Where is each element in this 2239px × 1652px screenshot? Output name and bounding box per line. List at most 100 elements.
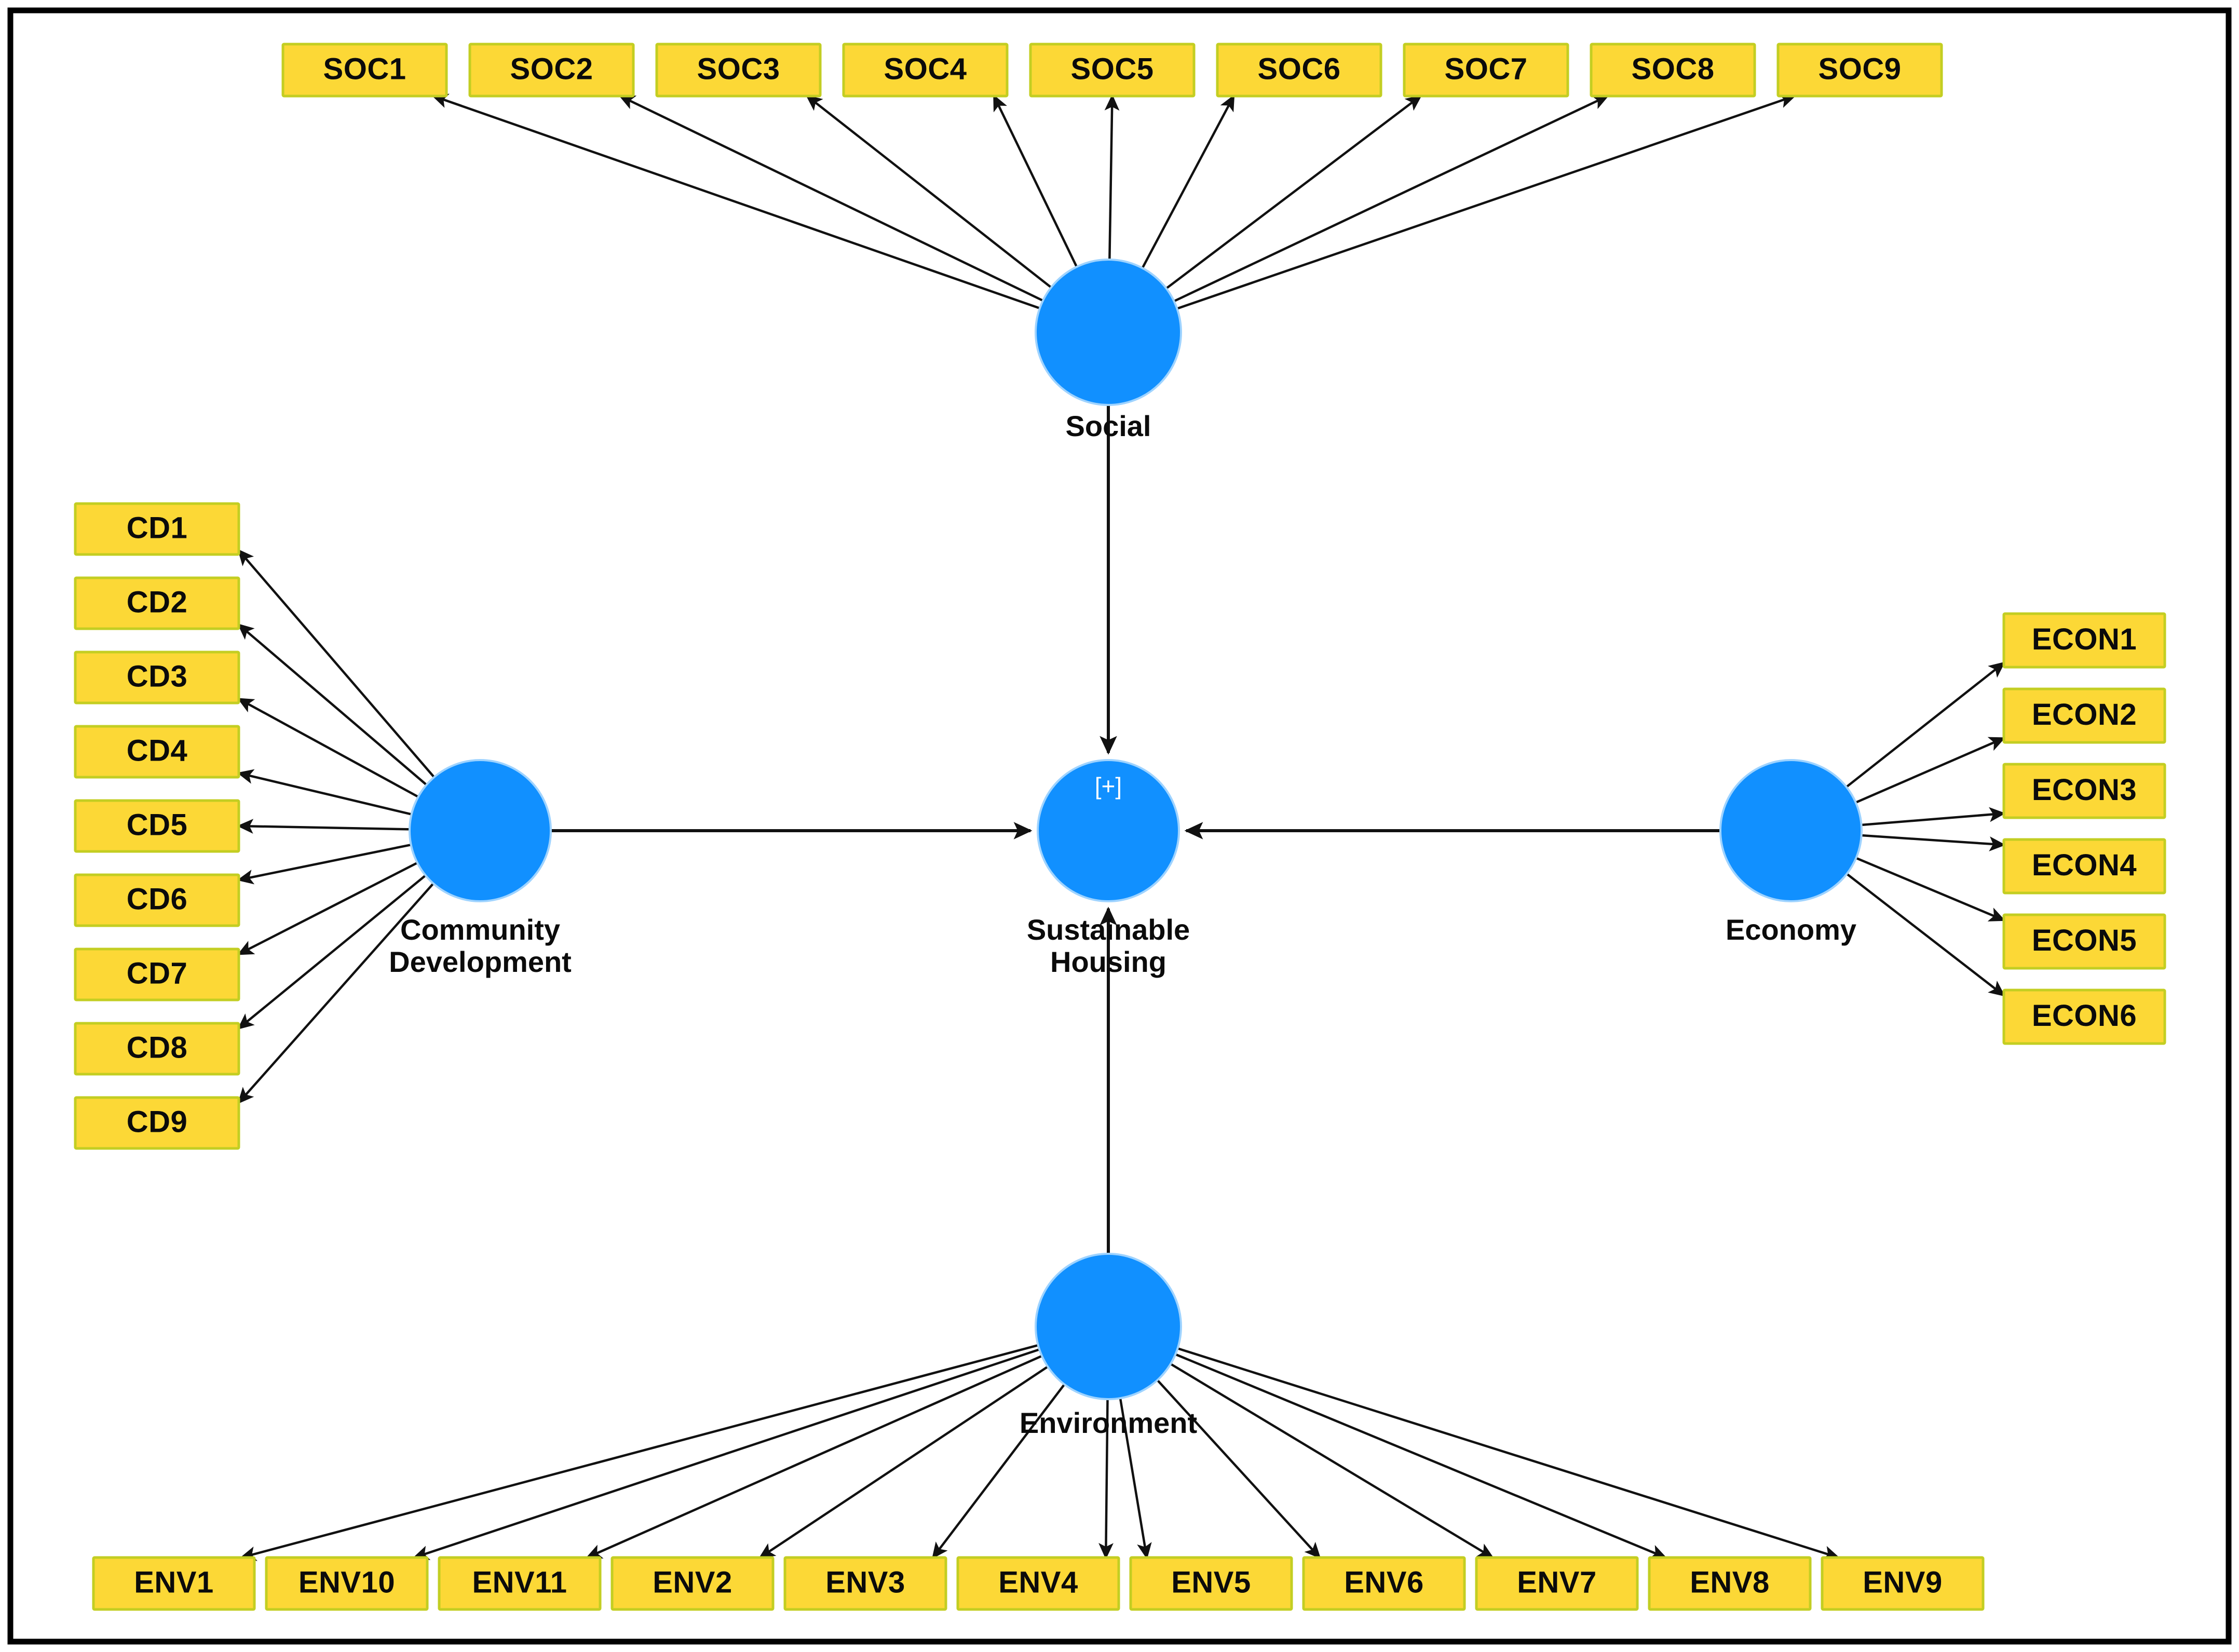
indicator-box-rect[interactable]	[74, 725, 240, 779]
indicator-box-rect[interactable]	[281, 43, 448, 98]
indicator-box[interactable]: SOC8	[1590, 43, 1756, 98]
measurement-arrow	[237, 698, 420, 798]
indicator-box[interactable]: SOC4	[842, 43, 1009, 98]
indicator-box-rect[interactable]	[655, 43, 822, 98]
indicator-box[interactable]: ENV1	[92, 1556, 256, 1611]
indicator-box[interactable]: CD1	[74, 502, 240, 556]
construct-circle[interactable]	[1035, 259, 1182, 406]
indicator-box-rect[interactable]	[74, 1022, 240, 1076]
indicator-box[interactable]: CD6	[74, 873, 240, 927]
construct-circle[interactable]	[409, 759, 552, 902]
indicator-label: ENV10	[298, 1565, 395, 1599]
indicator-label: ECON4	[2032, 848, 2137, 882]
indicator-box-rect[interactable]	[783, 1556, 947, 1611]
construct-node[interactable]: Economy	[1719, 759, 1863, 946]
expand-badge[interactable]: [+]	[1095, 773, 1122, 800]
indicator-box-rect[interactable]	[1129, 1556, 1293, 1611]
indicator-box-rect[interactable]	[842, 43, 1009, 98]
indicator-box-rect[interactable]	[2002, 913, 2166, 970]
indicator-box-rect[interactable]	[1403, 43, 1569, 98]
indicator-label: SOC5	[1071, 52, 1154, 86]
indicator-box[interactable]: SOC3	[655, 43, 822, 98]
indicator-box[interactable]: ENV8	[1648, 1556, 1812, 1611]
indicator-box-rect[interactable]	[74, 651, 240, 705]
indicator-box[interactable]: CD8	[74, 1022, 240, 1076]
construct-circle[interactable]	[1037, 759, 1180, 902]
indicator-box[interactable]: ENV3	[783, 1556, 947, 1611]
indicator-box[interactable]: ENV7	[1475, 1556, 1639, 1611]
indicator-box-rect[interactable]	[1029, 43, 1196, 98]
indicator-box-rect[interactable]	[74, 873, 240, 927]
structural-arrow-layer	[550, 404, 1721, 1255]
indicator-box-rect[interactable]	[74, 502, 240, 556]
construct-node[interactable]: Social	[1035, 259, 1182, 442]
indicator-box[interactable]: SOC7	[1403, 43, 1569, 98]
indicator-box-rect[interactable]	[2002, 989, 2166, 1045]
indicator-box[interactable]: ECON5	[2002, 913, 2166, 970]
indicator-box[interactable]: CD3	[74, 651, 240, 705]
construct-circle[interactable]	[1035, 1253, 1182, 1400]
indicator-box-rect[interactable]	[2002, 763, 2166, 819]
indicator-box[interactable]: ECON6	[2002, 989, 2166, 1045]
indicator-box-rect[interactable]	[438, 1556, 602, 1611]
indicator-box-rect[interactable]	[1216, 43, 1382, 98]
indicator-box[interactable]: ENV11	[438, 1556, 602, 1611]
indicator-label: ECON6	[2032, 999, 2137, 1033]
indicator-box-rect[interactable]	[1302, 1556, 1466, 1611]
indicator-box-rect[interactable]	[956, 1556, 1120, 1611]
measurement-arrow	[1141, 94, 1235, 270]
measurement-arrow	[1119, 1397, 1152, 1560]
indicator-box-rect[interactable]	[1648, 1556, 1812, 1611]
indicator-box[interactable]: SOC5	[1029, 43, 1196, 98]
measurement-arrow	[1854, 856, 2006, 922]
indicator-box-rect[interactable]	[1590, 43, 1756, 98]
indicator-box[interactable]: SOC9	[1776, 43, 1943, 98]
indicator-box[interactable]: CD4	[74, 725, 240, 779]
indicator-box[interactable]: CD9	[74, 1096, 240, 1150]
indicator-box-rect[interactable]	[2002, 687, 2166, 744]
indicator-box[interactable]: ECON3	[2002, 763, 2166, 819]
indicator-box[interactable]: ENV5	[1129, 1556, 1293, 1611]
indicator-label: ENV7	[1517, 1565, 1597, 1599]
indicator-box[interactable]: CD7	[74, 947, 240, 1001]
indicator-box-rect[interactable]	[1776, 43, 1943, 98]
measurement-arrow	[993, 94, 1078, 268]
indicator-box[interactable]: CD5	[74, 799, 240, 853]
indicator-box[interactable]: ECON2	[2002, 687, 2166, 744]
indicator-box[interactable]: SOC2	[468, 43, 635, 98]
construct-label: Development	[389, 945, 572, 978]
indicator-box-rect[interactable]	[1821, 1556, 1985, 1611]
indicator-box-rect[interactable]	[265, 1556, 429, 1611]
indicator-box-rect[interactable]	[74, 1096, 240, 1150]
indicator-box-rect[interactable]	[468, 43, 635, 98]
construct-circle[interactable]	[1719, 759, 1863, 902]
indicator-box[interactable]: ECON1	[2002, 612, 2166, 669]
indicator-box-rect[interactable]	[1475, 1556, 1639, 1611]
indicator-box-rect[interactable]	[92, 1556, 256, 1611]
indicator-box[interactable]: CD2	[74, 576, 240, 630]
indicator-label: CD3	[127, 659, 188, 693]
indicator-box-rect[interactable]	[2002, 838, 2166, 895]
indicator-box-rect[interactable]	[610, 1556, 775, 1611]
indicator-box[interactable]: SOC1	[281, 43, 448, 98]
indicator-box[interactable]: ENV9	[1821, 1556, 1985, 1611]
indicator-box-rect[interactable]	[74, 799, 240, 853]
indicator-box[interactable]: SOC6	[1216, 43, 1382, 98]
indicator-box[interactable]: ENV4	[956, 1556, 1120, 1611]
indicator-box[interactable]: ECON4	[2002, 838, 2166, 895]
indicator-box[interactable]: ENV6	[1302, 1556, 1466, 1611]
construct-node[interactable]: Environment	[1020, 1253, 1197, 1439]
indicator-box-rect[interactable]	[74, 947, 240, 1001]
measurement-arrow	[237, 623, 428, 787]
indicator-box-rect[interactable]	[74, 576, 240, 630]
indicator-box-layer[interactable]: SOC1 SOC2 SOC3 SOC4 SOC5 SOC6 SOC7 SOC8 SOC9CD1C…	[74, 43, 2166, 1611]
measurement-arrow	[1169, 1362, 1495, 1559]
indicator-box-rect[interactable]	[2002, 612, 2166, 669]
indicator-box[interactable]: ENV2	[610, 1556, 775, 1611]
indicator-box[interactable]: ENV10	[265, 1556, 429, 1611]
